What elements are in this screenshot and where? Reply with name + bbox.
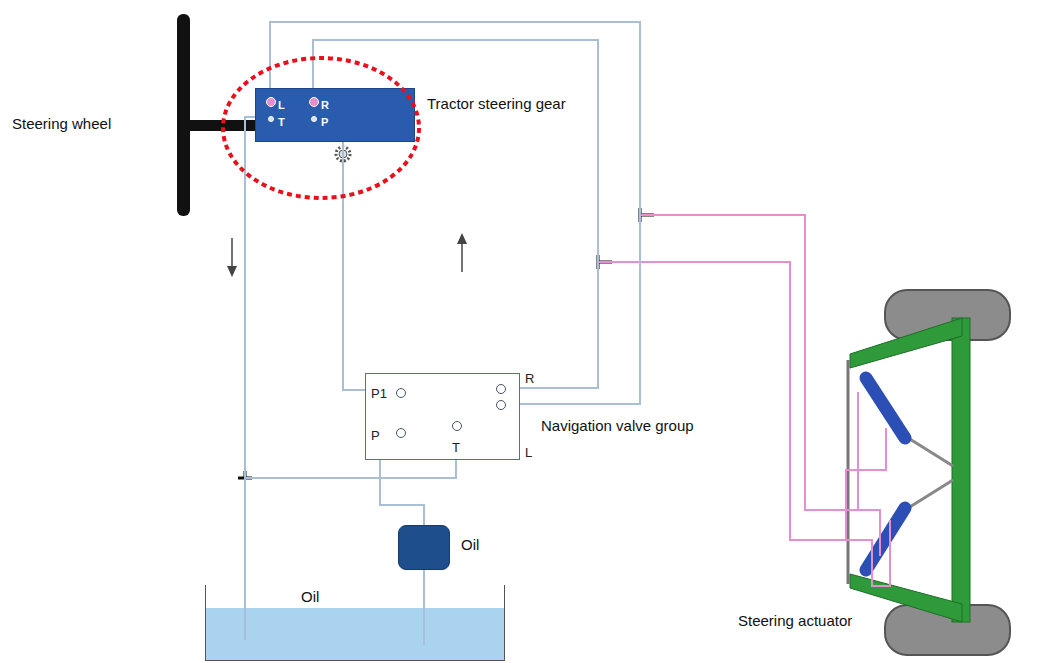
port-circle	[396, 428, 406, 438]
text-slot: Navigation valve group	[541, 417, 694, 435]
valve-block: Navigation valve groupP1PTRL	[365, 373, 520, 460]
text-slot: L	[278, 95, 285, 113]
component-label: Oil	[301, 588, 319, 605]
axle-beam	[952, 318, 970, 622]
oil-pipe	[245, 460, 456, 585]
component-label: Steering actuator	[738, 612, 852, 629]
port-circle	[309, 97, 319, 107]
piston-rod	[905, 436, 953, 466]
steering-arm	[850, 574, 962, 622]
slot-label: Steering wheel	[12, 115, 111, 133]
text-slot: P	[371, 426, 380, 444]
text-slot: Oil	[301, 588, 319, 606]
pink-hose	[830, 392, 880, 556]
port-circle	[496, 384, 506, 394]
component-label: Tractor steering gear	[427, 95, 566, 112]
component-label: Oil	[461, 536, 479, 553]
text-slot: Oil	[461, 536, 479, 554]
oil-filter: Oil	[398, 525, 450, 570]
text-slot: Tractor steering gear	[427, 95, 566, 113]
text-slot: R	[321, 95, 329, 113]
part-label: Steering wheel	[12, 115, 111, 132]
steering-actuator: Steering actuator	[830, 280, 1030, 660]
port-circle	[311, 116, 317, 122]
highlight-ring	[223, 58, 419, 198]
text-slot: Steering actuator	[738, 612, 852, 630]
port-label: T	[452, 440, 460, 455]
steering-arm	[850, 318, 962, 368]
piston-rod	[905, 480, 953, 510]
oil-pipe	[245, 117, 255, 585]
flow-arrow-head	[227, 266, 237, 277]
port-label: L	[525, 445, 532, 460]
flow-arrow-head	[457, 233, 467, 244]
text-slot: L	[525, 443, 532, 461]
text-slot: P	[321, 112, 328, 130]
pink-hose	[520, 215, 830, 510]
port-label: T	[278, 116, 285, 128]
pink-hose	[830, 428, 890, 586]
flow-arrow	[461, 242, 463, 272]
port-label: R	[525, 371, 534, 386]
oil-pipe	[270, 22, 640, 404]
port-circle	[496, 400, 506, 410]
port-label: P1	[371, 386, 387, 401]
port-label: R	[321, 99, 329, 111]
port-circle	[268, 116, 274, 122]
oil-tank: Oil	[205, 585, 505, 661]
port-label: P	[321, 116, 328, 128]
suction-pipe	[245, 585, 424, 645]
flow-arrow	[231, 238, 233, 268]
oil-pipe	[343, 142, 365, 390]
pink-hose	[520, 262, 830, 540]
port-label: P	[371, 428, 380, 443]
port-circle	[452, 421, 462, 431]
component-label: Navigation valve group	[541, 417, 694, 434]
steering-gear-box: Tractor steering gearLRTP	[255, 88, 415, 142]
oil-level	[206, 608, 504, 660]
port-circle	[266, 97, 276, 107]
text-slot: R	[525, 369, 534, 387]
port-circle	[396, 388, 406, 398]
port-label: L	[278, 99, 285, 111]
oil-pipe	[380, 460, 424, 525]
text-slot: T	[452, 438, 460, 456]
text-slot: P1	[371, 384, 387, 402]
oil-pipe	[423, 570, 425, 585]
text-slot: T	[278, 112, 285, 130]
steering-wheel-rim	[177, 14, 190, 216]
